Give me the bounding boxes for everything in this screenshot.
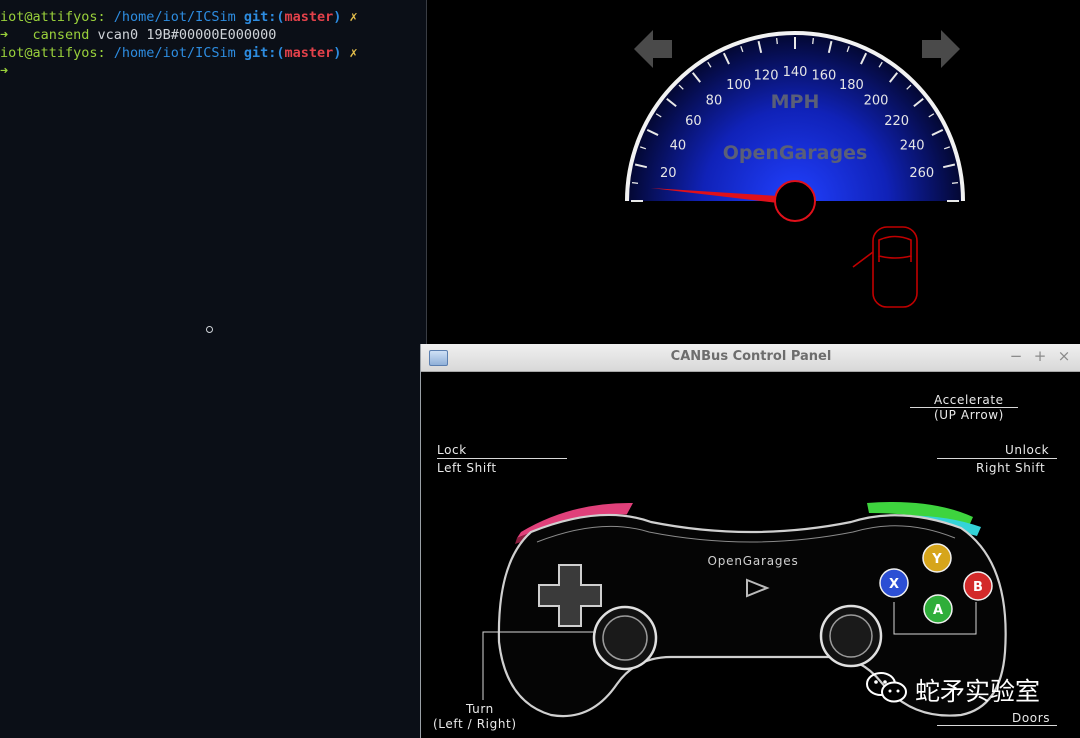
speed-tick xyxy=(928,113,935,118)
window-title: CANBus Control Panel xyxy=(670,349,832,364)
unlock-label: Unlock xyxy=(1005,443,1050,457)
terminal-prompt-line: iot@attifyos: /home/iot/ICSim git:(maste… xyxy=(0,45,358,61)
speed-tick xyxy=(812,37,815,45)
speed-tick xyxy=(722,52,730,65)
b-button-label: B xyxy=(973,580,983,595)
accelerate-key-label: (UP Arrow) xyxy=(934,408,1004,422)
window-divider xyxy=(426,0,427,344)
speed-tick xyxy=(888,72,899,83)
lock-label: Lock xyxy=(437,443,467,457)
speed-tick-label: 180 xyxy=(839,78,864,93)
control-panel-body[interactable]: OpenGarages Y X B A Accelerate (UP Arrow… xyxy=(421,372,1080,738)
maximize-button[interactable]: + xyxy=(1033,347,1047,365)
speed-tick xyxy=(951,181,959,184)
turn-key-label: (Left / Right) xyxy=(433,717,517,731)
left-turn-signal-icon xyxy=(634,30,672,68)
speed-tick xyxy=(943,146,951,150)
speed-tick xyxy=(931,128,944,136)
terminal-input-line[interactable]: ➜ xyxy=(0,63,9,79)
speed-tick-label: 60 xyxy=(685,114,702,129)
turn-leader-line xyxy=(482,631,596,700)
car-door-status-icon xyxy=(852,226,918,308)
speed-tick-label: 140 xyxy=(783,65,808,80)
x-button-label: X xyxy=(889,577,899,592)
terminal-command-line: ➜ cansend vcan0 19B#00000E000000 xyxy=(0,27,277,43)
terminal-prompt-line: iot@attifyos: /home/iot/ICSim git:(maste… xyxy=(0,9,358,25)
speed-tick xyxy=(942,163,956,169)
speed-tick xyxy=(678,84,684,90)
window-titlebar[interactable]: CANBus Control Panel − + × xyxy=(421,344,1080,372)
speed-tick-label: 220 xyxy=(884,114,909,129)
speed-tick-label: 240 xyxy=(900,139,925,154)
canbus-control-panel-window[interactable]: CANBus Control Panel − + × OpenGarages xyxy=(420,344,1080,738)
dpad-icon xyxy=(538,564,602,627)
speed-tick xyxy=(666,97,677,108)
needle-hub xyxy=(774,180,816,222)
speed-tick xyxy=(913,97,924,108)
speed-tick-label: 40 xyxy=(670,139,687,154)
b-button xyxy=(963,571,993,601)
gamepad-illustration: OpenGarages Y X B A xyxy=(482,501,1007,718)
lock-bumper xyxy=(517,502,633,538)
speed-tick xyxy=(906,84,912,90)
speedometer-face xyxy=(627,33,963,201)
app-window-icon xyxy=(429,350,448,366)
speed-tick xyxy=(775,37,778,45)
speed-tick xyxy=(707,61,712,68)
speedometer-ticks xyxy=(631,37,959,202)
accelerate-label: Accelerate xyxy=(934,393,1004,407)
watermark-text: 蛇矛实验室 xyxy=(915,677,1041,706)
watermark: 蛇矛实验室 xyxy=(865,668,1065,708)
speed-tick xyxy=(846,45,850,53)
lock-key-label: Left Shift xyxy=(437,461,497,475)
speed-tick xyxy=(860,52,868,65)
speed-tick-label: 120 xyxy=(754,68,779,83)
speedometer-rim xyxy=(625,31,965,202)
right-turn-signal-icon xyxy=(922,30,960,68)
speed-tick xyxy=(646,128,659,136)
mouse-cursor xyxy=(206,326,213,333)
speed-tick-label: 200 xyxy=(864,93,889,108)
speed-tick-label: 80 xyxy=(706,93,723,108)
speed-tick xyxy=(655,113,662,118)
gauge-brand-label: OpenGarages xyxy=(723,142,868,164)
speed-unit-label: MPH xyxy=(771,91,820,113)
y-button xyxy=(922,543,952,573)
x-button xyxy=(879,568,909,598)
a-button-label: A xyxy=(933,603,943,618)
controller-brand-label: OpenGarages xyxy=(707,554,798,568)
speed-tick-label: 100 xyxy=(726,78,751,93)
speed-tick-label: 160 xyxy=(812,68,837,83)
speed-tick xyxy=(631,181,639,184)
close-button[interactable]: × xyxy=(1057,347,1071,365)
doors-leader-line xyxy=(893,602,977,635)
speed-tick xyxy=(634,163,648,169)
minimize-button[interactable]: − xyxy=(1009,347,1023,365)
speed-needle xyxy=(650,188,796,205)
speed-tick xyxy=(639,146,647,150)
turn-label: Turn xyxy=(466,702,494,716)
speed-tick-label: 20 xyxy=(660,166,677,181)
speed-tick-label: 260 xyxy=(909,166,934,181)
start-button-icon xyxy=(746,578,770,598)
speed-tick xyxy=(827,40,833,54)
unlock-key-label: Right Shift xyxy=(976,461,1046,475)
speed-tick xyxy=(740,45,744,53)
speed-tick xyxy=(757,40,763,54)
doors-label: Doors xyxy=(1012,711,1051,725)
terminal-window[interactable]: iot@attifyos: /home/iot/ICSim git:(maste… xyxy=(0,0,426,738)
wechat-icon xyxy=(866,672,907,703)
y-button-label: Y xyxy=(931,552,942,567)
a-button xyxy=(923,594,953,624)
speed-tick xyxy=(691,72,702,83)
speed-tick xyxy=(878,61,883,68)
